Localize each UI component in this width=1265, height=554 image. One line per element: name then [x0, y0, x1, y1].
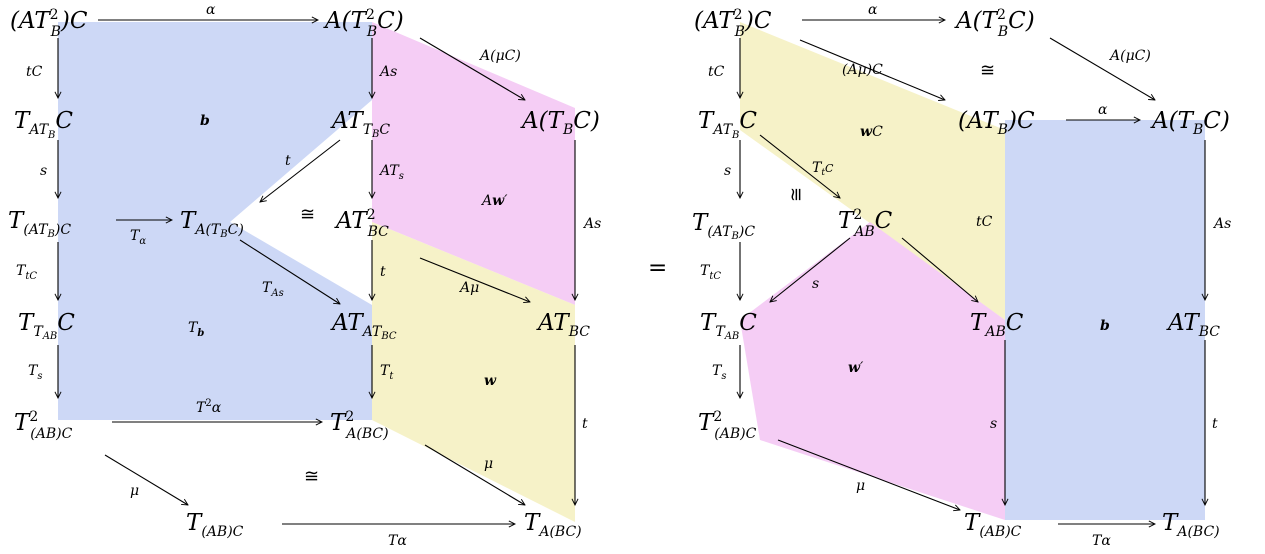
lbl-right-ts: Ts — [712, 363, 726, 382]
lbl-right-s-diag: s — [812, 276, 819, 292]
lbl-left-w: w — [484, 373, 497, 389]
region-blue-right — [1005, 120, 1205, 520]
region-pink-left — [372, 22, 575, 305]
lbl-left-as-top: As — [378, 64, 397, 80]
lbl-left-talpha-bottom: Tα — [388, 533, 407, 549]
lbl-left-as-right: As — [582, 216, 601, 232]
lbl-right-s-mid: s — [990, 416, 997, 432]
obj-right-atbc: ATBC — [1166, 310, 1220, 340]
arrow-tc-mid-right — [901, 237, 978, 302]
arrow-amu-left — [419, 257, 530, 302]
lbl-left-amuc: A(μC) — [478, 48, 521, 64]
lbl-left-t-mid: t — [380, 264, 386, 280]
obj-left-t-a-tbc: TA(TBC) — [180, 208, 244, 240]
lbl-left-iso-mid: ≅ — [300, 204, 315, 225]
arrow-t-diag-left — [260, 139, 341, 202]
obj-right-t2-abc: T2(AB)C — [698, 409, 757, 442]
equals-sign: = — [648, 255, 667, 281]
lbl-right-tc-mid: tC — [976, 214, 993, 230]
arrow-mu-left — [104, 454, 188, 505]
lbl-left-ttc: TtC — [16, 263, 37, 282]
lbl-left-t-right: t — [582, 416, 588, 432]
lbl-left-mu: μ — [130, 483, 139, 499]
lbl-left-aw-prime: Aw′ — [480, 193, 508, 209]
lbl-left-t2alpha: T2α — [196, 398, 222, 416]
lbl-right-alpha: α — [868, 2, 878, 18]
region-blue-left — [58, 22, 372, 420]
arrow-tas-left — [239, 239, 340, 304]
obj-left-a-tbc: A(TBC) — [520, 108, 600, 138]
lbl-left-t-diag: t — [285, 153, 291, 169]
lbl-right-alpha2: α — [1098, 102, 1108, 118]
lbl-left-tc: tC — [26, 64, 43, 80]
arrow-mu-right-left — [424, 444, 525, 505]
lbl-left-mu-right: μ — [484, 456, 493, 472]
lbl-right-w-prime: w′ — [848, 360, 864, 376]
lbl-right-b: b — [1100, 318, 1110, 334]
lbl-left-s: s — [40, 163, 47, 179]
arrow-amuc-right — [1049, 37, 1155, 100]
lbl-left-ats: ATs — [378, 163, 404, 182]
obj-left-t-abc: T(AB)C — [186, 510, 244, 540]
lbl-right-ttc: TtC — [812, 160, 834, 178]
region-yellow-right — [740, 22, 1005, 320]
right-labels: α A(μC) tC (Aμ)C ≅ wC α s TtC ≅ tC As Tt… — [700, 2, 1231, 549]
lbl-left-amu: Aμ — [458, 280, 479, 296]
lbl-right-as: As — [1212, 216, 1231, 232]
arrow-mu-right — [777, 439, 960, 510]
lbl-right-iso-top: ≅ — [980, 60, 995, 81]
obj-right-t-atbc: T(ATB)C — [692, 210, 755, 242]
obj-right-atb-c: (ATB)C — [958, 108, 1035, 138]
lbl-right-s: s — [724, 163, 731, 179]
lbl-right-amuc2: (Aμ)C — [842, 62, 883, 78]
lbl-left-ts: Ts — [28, 363, 42, 382]
lbl-right-mu: μ — [856, 478, 865, 494]
lbl-right-wc: wC — [860, 124, 883, 140]
obj-right-a-tbc: A(TBC) — [1150, 108, 1230, 138]
arrow-amuc2-right — [799, 39, 945, 100]
lbl-right-talpha: Tα — [1092, 533, 1111, 549]
lbl-left-b: b — [200, 113, 210, 129]
lbl-right-iso-left: ≅ — [786, 187, 807, 202]
arrow-amuc-left — [419, 37, 525, 100]
obj-left-atbc: ATBC — [536, 310, 590, 340]
lbl-left-alpha: α — [206, 2, 216, 18]
lbl-right-amuc: A(μC) — [1108, 48, 1151, 64]
arrow-ttc-right — [759, 134, 840, 198]
region-pink-right — [740, 222, 1005, 520]
lbl-left-iso-bottom: ≅ — [304, 466, 319, 487]
lbl-right-tc: tC — [708, 64, 725, 80]
lbl-right-ttc2: TtC — [700, 263, 721, 282]
arrow-s-diag-right — [770, 237, 851, 302]
lbl-right-t: t — [1212, 416, 1218, 432]
